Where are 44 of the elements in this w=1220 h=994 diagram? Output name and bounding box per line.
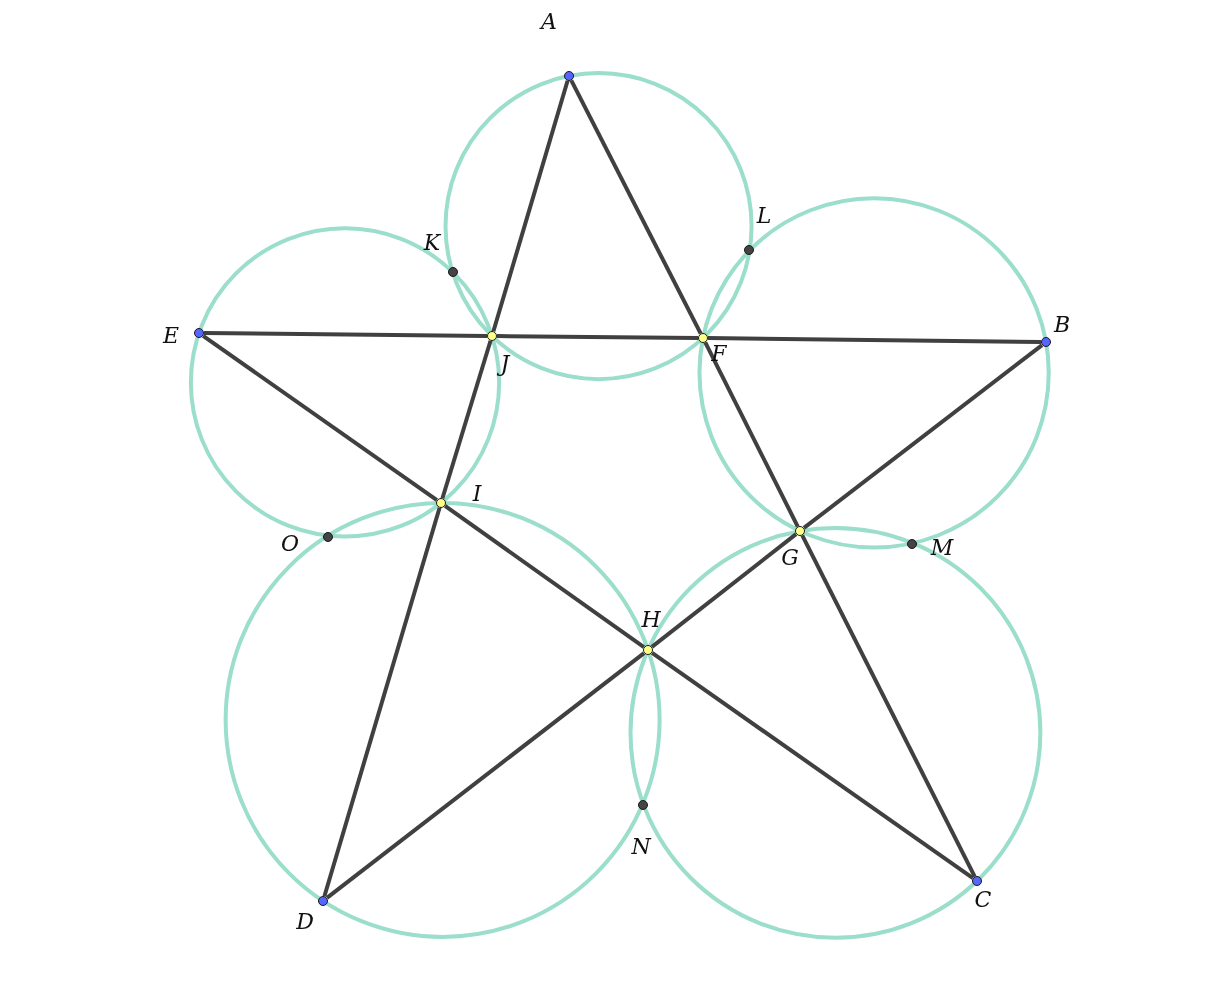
line-segment <box>322 507 442 897</box>
point-label: F <box>711 343 727 365</box>
point-label: O <box>281 533 299 555</box>
point-label: A <box>541 11 557 33</box>
point-dot <box>744 245 754 255</box>
point-label: E <box>162 325 180 347</box>
point-dot <box>1041 337 1051 347</box>
point-label: C <box>974 889 992 911</box>
point-dot <box>643 645 653 655</box>
line-segment <box>443 504 646 649</box>
line-segment <box>496 334 699 340</box>
point-dot <box>564 71 574 81</box>
line-segment <box>440 340 493 499</box>
line-segment <box>707 336 1042 344</box>
line-segment <box>650 532 798 649</box>
point-dot <box>448 267 458 277</box>
point-label: L <box>756 205 772 227</box>
point-dot <box>487 331 497 341</box>
line-segment <box>802 343 1044 530</box>
point-label: K <box>423 232 441 254</box>
point-dot <box>638 800 648 810</box>
point-label: N <box>631 836 651 858</box>
line-segment <box>703 341 800 528</box>
point-label: M <box>930 537 954 559</box>
point-dot <box>194 328 204 338</box>
point-label: B <box>1053 314 1071 336</box>
point-dot <box>318 896 328 906</box>
point-dot <box>907 539 917 549</box>
line-segment <box>569 79 703 335</box>
line-segment <box>325 651 646 900</box>
line-segment <box>800 534 977 878</box>
point-dot <box>972 876 982 886</box>
point-dot <box>698 333 708 343</box>
point-dot <box>436 498 446 508</box>
point-dot <box>323 532 333 542</box>
line-segment <box>201 334 439 502</box>
point-label: H <box>641 609 661 631</box>
point-label: G <box>781 547 799 569</box>
point-label: I <box>472 483 482 505</box>
line-segment <box>491 80 570 332</box>
line-segment <box>203 331 488 338</box>
point-dot <box>795 526 805 536</box>
point-label: D <box>296 911 314 933</box>
line-segment <box>650 651 975 880</box>
